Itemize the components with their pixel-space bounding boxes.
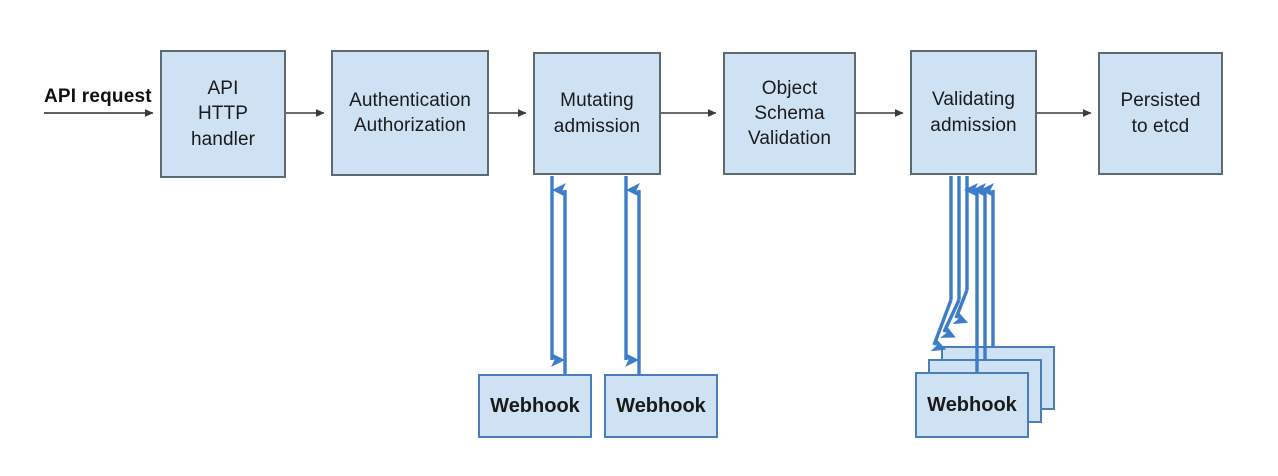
webhook-call-arrow-validating-2-down — [940, 176, 961, 338]
webhook-box-mutating-1[interactable]: Webhook — [478, 374, 592, 438]
webhook-box-validating-1[interactable]: Webhook — [915, 372, 1029, 438]
webhook-box-mutating-2[interactable]: Webhook — [604, 374, 718, 438]
node-persisted-to-etcd[interactable]: Persisted to etcd — [1098, 52, 1223, 175]
webhook-call-arrow-validating-1-down — [930, 176, 953, 352]
entry-label-api-request: API request — [44, 86, 152, 107]
node-authentication-authorization[interactable]: Authentication Authorization — [331, 50, 489, 176]
node-object-schema-validation[interactable]: Object Schema Validation — [723, 52, 856, 175]
node-api-http-handler[interactable]: API HTTP handler — [160, 50, 286, 178]
webhook-call-arrow-validating-3-down — [952, 176, 969, 325]
node-mutating-admission[interactable]: Mutating admission — [533, 52, 661, 175]
node-validating-admission[interactable]: Validating admission — [910, 50, 1037, 175]
